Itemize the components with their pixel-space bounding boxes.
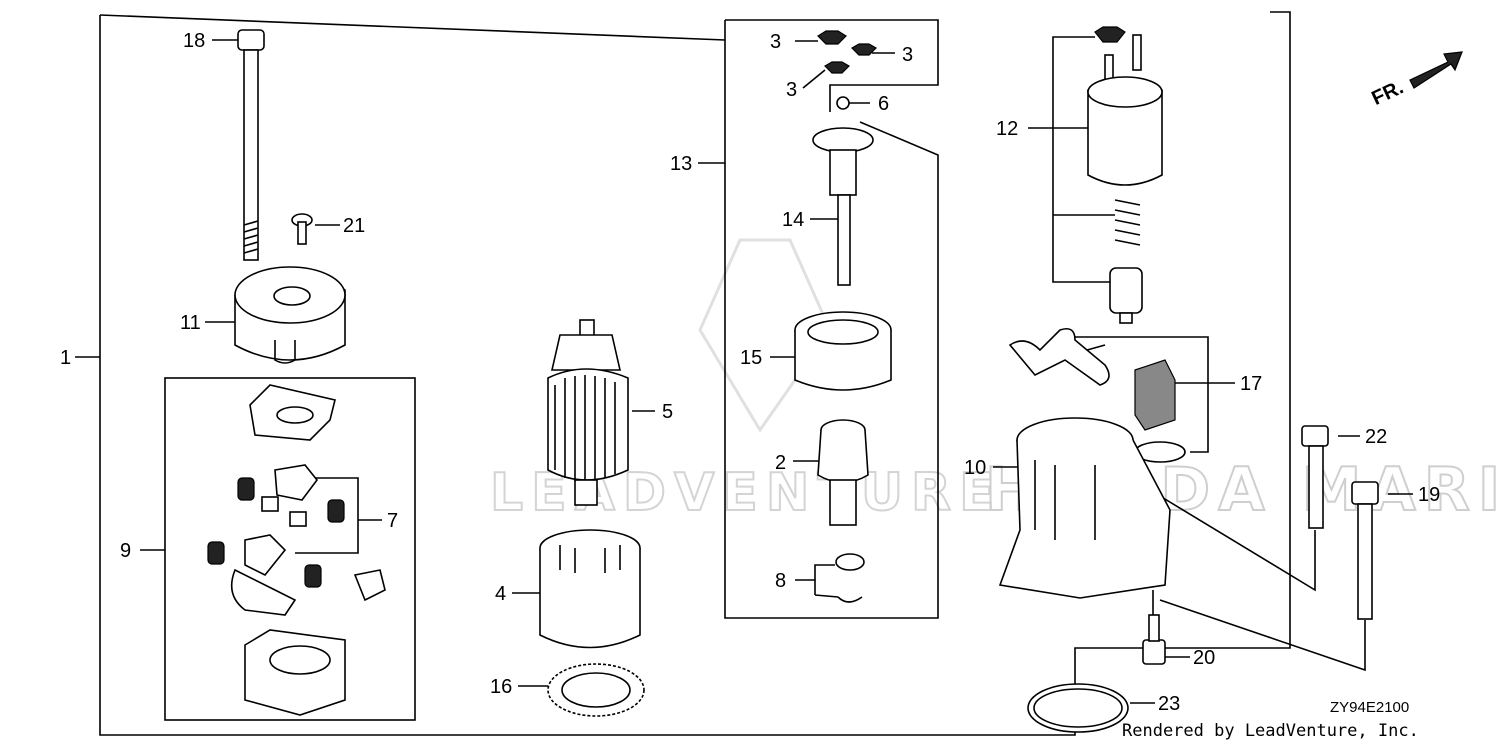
callout-8: 8 <box>775 570 786 592</box>
gasket-16 <box>547 663 645 717</box>
watermark: LEADVENTURE HONDA MARINE <box>489 238 1500 526</box>
bolt-20 <box>1142 639 1166 665</box>
pinion-2 <box>817 419 869 526</box>
callout-19: 19 <box>1418 484 1440 506</box>
callout-20: 20 <box>1193 647 1215 669</box>
o-ring-23 <box>1027 683 1129 733</box>
end-cover-11 <box>234 266 346 364</box>
callout-16: 16 <box>490 676 512 698</box>
callout-18: 18 <box>183 30 205 52</box>
front-direction-arrow: FR. <box>1368 51 1463 110</box>
callout-labels: 1 2 3 3 3 4 5 6 7 8 9 10 11 12 13 14 15 … <box>60 30 1440 715</box>
bolt-19-shank <box>1357 503 1373 620</box>
yoke-4 <box>539 529 641 649</box>
callout-22: 22 <box>1365 426 1387 448</box>
callout-7: 7 <box>387 510 398 532</box>
callout-2: 2 <box>775 452 786 474</box>
front-direction-label: FR. <box>1368 76 1406 110</box>
bolt-19 <box>1351 481 1379 505</box>
callout-17: 17 <box>1240 373 1262 395</box>
pinion-shaft-14 <box>812 127 874 286</box>
bolt-22 <box>1301 425 1329 447</box>
bolts <box>1142 425 1379 665</box>
callout-5: 5 <box>662 401 673 423</box>
callout-3c: 3 <box>786 79 797 101</box>
housing-10 <box>998 417 1171 599</box>
clip-17 <box>1008 327 1186 463</box>
callout-10: 10 <box>964 457 986 479</box>
steel-ball-6 <box>836 96 850 110</box>
group-frames <box>99 11 1291 736</box>
callout-23: 23 <box>1158 693 1180 715</box>
collar-clip-8 <box>835 553 865 603</box>
screw-21 <box>291 213 313 245</box>
diagram-code: ZY94E2100 <box>1330 699 1409 716</box>
callout-4: 4 <box>495 583 506 605</box>
callout-13: 13 <box>670 153 692 175</box>
bolt-22-shank <box>1308 445 1324 529</box>
callout-3a: 3 <box>770 31 781 53</box>
callout-11: 11 <box>180 312 201 334</box>
footer-credit: Rendered by LeadVenture, Inc. <box>1122 721 1419 741</box>
callout-9: 9 <box>120 540 131 562</box>
callout-6: 6 <box>878 93 889 115</box>
bolt-20-shank <box>1148 614 1160 642</box>
through-bolt-18 <box>237 29 265 261</box>
o-ring-23-inner <box>1033 688 1123 728</box>
armature-5 <box>547 319 629 506</box>
solenoid-12 <box>1087 26 1163 324</box>
callout-14: 14 <box>782 209 804 231</box>
callout-12: 12 <box>996 118 1018 140</box>
frame-assembly <box>99 11 1291 736</box>
nuts-3 <box>817 30 877 74</box>
callout-15: 15 <box>740 347 762 369</box>
brush-holder-parts-9 <box>207 384 386 716</box>
frame-assembly-top <box>99 14 726 41</box>
frame-brush-holder <box>164 377 416 721</box>
internal-gear-15 <box>794 311 892 391</box>
frame-drive <box>724 20 939 619</box>
callout-21: 21 <box>343 215 365 237</box>
frame-drive-top <box>725 19 939 112</box>
callout-3b: 3 <box>902 44 913 66</box>
callout-1: 1 <box>60 347 71 369</box>
